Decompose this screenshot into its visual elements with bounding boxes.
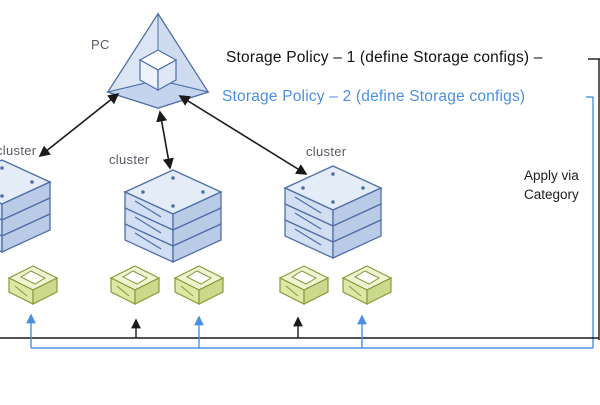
server-stack-icon-cluster-2 xyxy=(123,169,223,264)
vm-box-icon-2a xyxy=(109,265,161,305)
vm-box-icon-1 xyxy=(7,265,59,305)
apply-via-label: Apply via xyxy=(524,168,579,183)
vm-box-icon-2b xyxy=(173,265,225,305)
cluster-label-2: cluster xyxy=(109,152,150,167)
pc-pyramid-icon xyxy=(106,12,210,109)
arrow-pc-cluster-3 xyxy=(178,95,308,175)
cluster-label-1: cluster xyxy=(0,143,37,158)
pc-label: PC xyxy=(91,37,110,52)
server-stack-icon-cluster-3 xyxy=(283,165,383,260)
vm-box-icon-3b xyxy=(341,265,393,305)
server-stacks xyxy=(0,159,383,264)
vm-box-icon-3a xyxy=(278,265,330,305)
cluster-label-3: cluster xyxy=(306,144,347,159)
server-stack-icon-cluster-1 xyxy=(0,159,52,254)
storage-policy-2-label: Storage Policy – 2 (define Storage confi… xyxy=(222,88,526,105)
category-label: Category xyxy=(524,187,579,202)
arrow-pc-cluster-1 xyxy=(38,92,120,158)
arrow-pc-cluster-2 xyxy=(156,110,174,170)
vm-boxes xyxy=(7,265,393,305)
storage-policy-1-label: Storage Policy – 1 (define Storage confi… xyxy=(226,49,543,66)
